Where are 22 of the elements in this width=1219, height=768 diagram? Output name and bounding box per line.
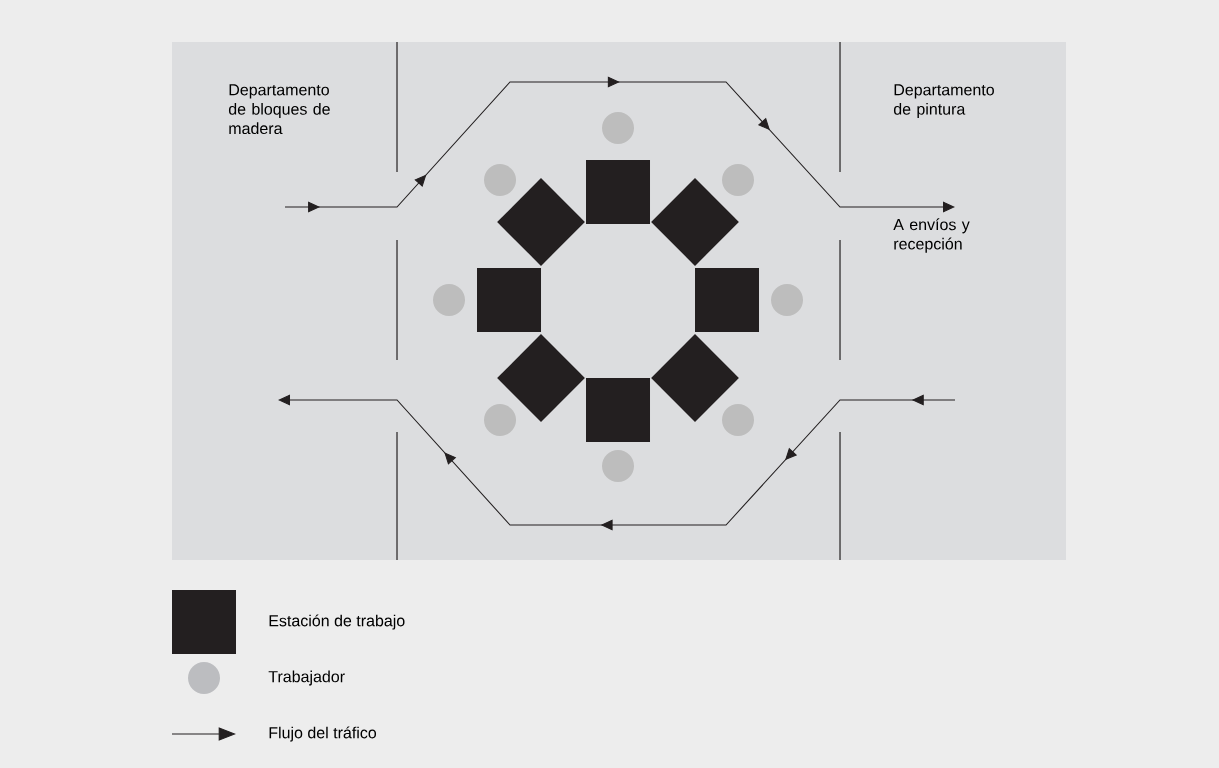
workstation-diamond <box>497 178 585 266</box>
workstation-diamond <box>651 334 739 422</box>
worker-circle <box>484 404 516 436</box>
workstation-square <box>586 160 650 224</box>
worker-circle <box>433 284 465 316</box>
worker-circle <box>771 284 803 316</box>
worker-circle <box>484 164 516 196</box>
workstation-square <box>477 268 541 332</box>
legend-label: Trabajador <box>268 670 345 686</box>
department-label: A envíos y recepción <box>893 218 970 253</box>
workstation-square <box>586 378 650 442</box>
workstation-diamond <box>497 334 585 422</box>
department-label: Departamento de bloques de madera <box>228 84 330 135</box>
legend-label: Estación de trabajo <box>269 614 405 630</box>
worker-circle <box>722 404 754 436</box>
workstation-square <box>695 268 759 332</box>
worker-circle <box>602 450 634 482</box>
worker-circle <box>722 164 754 196</box>
worker-circle <box>602 112 634 144</box>
legend-label: Flujo del tráfico <box>269 726 377 742</box>
workstation-diamond <box>651 178 739 266</box>
department-label: Departamento de pintura <box>893 84 994 118</box>
